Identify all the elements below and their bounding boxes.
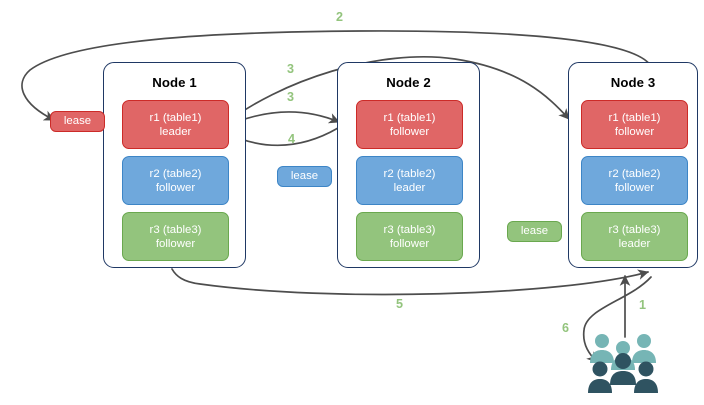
node-container-node3[interactable]: Node 3 r1 (table1) follower r2 (table2) … bbox=[568, 62, 698, 268]
lease-label: lease bbox=[290, 170, 319, 182]
range-node2-r1[interactable]: r1 (table1) follower bbox=[356, 100, 463, 149]
range-name: r3 (table3) bbox=[383, 223, 436, 236]
users-group-icon bbox=[588, 334, 658, 393]
range-node1-r2[interactable]: r2 (table2) follower bbox=[122, 156, 229, 205]
range-name: r2 (table2) bbox=[149, 167, 202, 180]
step-label-6: 6 bbox=[562, 321, 570, 335]
range-name: r1 (table1) bbox=[149, 111, 202, 124]
range-node3-r3[interactable]: r3 (table3) leader bbox=[581, 212, 688, 261]
step-label-5: 5 bbox=[396, 297, 404, 311]
range-node1-r1[interactable]: r1 (table1) leader bbox=[122, 100, 229, 149]
lease-badge-r1[interactable]: lease bbox=[50, 111, 105, 132]
range-role: leader bbox=[159, 125, 192, 138]
lease-badge-r2[interactable]: lease bbox=[277, 166, 332, 187]
range-name: r3 (table3) bbox=[608, 223, 661, 236]
node-title-node3: Node 3 bbox=[610, 75, 656, 90]
range-name: r1 (table1) bbox=[383, 111, 436, 124]
range-role: leader bbox=[618, 237, 651, 250]
step-label-2: 2 bbox=[336, 10, 344, 24]
range-name: r2 (table2) bbox=[608, 167, 661, 180]
range-role: leader bbox=[393, 181, 426, 194]
step-label-3a: 3 bbox=[287, 62, 295, 76]
step-label-3b: 3 bbox=[287, 90, 295, 104]
range-name: r3 (table3) bbox=[149, 223, 202, 236]
range-name: r2 (table2) bbox=[383, 167, 436, 180]
lease-label: lease bbox=[520, 225, 549, 237]
range-name: r1 (table1) bbox=[608, 111, 661, 124]
range-role: follower bbox=[155, 181, 196, 194]
range-role: follower bbox=[389, 125, 430, 138]
range-node3-r1[interactable]: r1 (table1) follower bbox=[581, 100, 688, 149]
node-container-node1[interactable]: Node 1 r1 (table1) leader r2 (table2) fo… bbox=[103, 62, 246, 268]
range-node2-r2[interactable]: r2 (table2) leader bbox=[356, 156, 463, 205]
range-role: follower bbox=[155, 237, 196, 250]
node-container-node2[interactable]: Node 2 r1 (table1) follower r2 (table2) … bbox=[337, 62, 480, 268]
range-node2-r3[interactable]: r3 (table3) follower bbox=[356, 212, 463, 261]
range-role: follower bbox=[389, 237, 430, 250]
step-label-4: 4 bbox=[288, 132, 296, 146]
node-title-node2: Node 2 bbox=[386, 75, 431, 90]
lease-badge-r3[interactable]: lease bbox=[507, 221, 562, 242]
lease-label: lease bbox=[63, 115, 92, 127]
range-role: follower bbox=[614, 181, 655, 194]
range-node3-r2[interactable]: r2 (table2) follower bbox=[581, 156, 688, 205]
edge-step-5 bbox=[171, 268, 649, 296]
range-role: follower bbox=[614, 125, 655, 138]
step-label-1: 1 bbox=[639, 298, 647, 312]
node-title-node1: Node 1 bbox=[152, 75, 197, 90]
range-node1-r3[interactable]: r3 (table3) follower bbox=[122, 212, 229, 261]
